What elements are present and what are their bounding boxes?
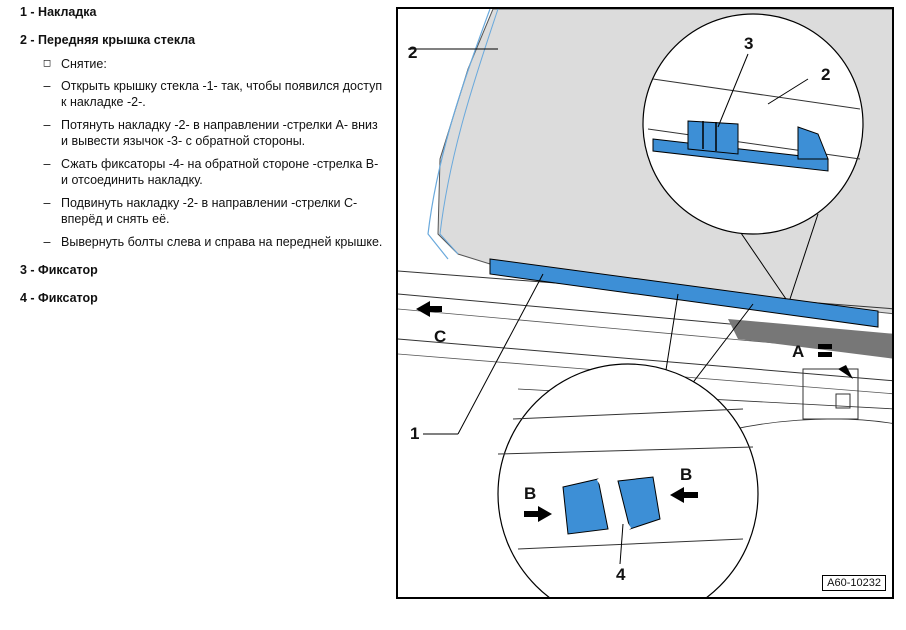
arrow-b-left-icon xyxy=(524,511,538,517)
trim-strip xyxy=(489,258,879,328)
dash-bullet-icon: – xyxy=(43,157,51,171)
panel-edge-line xyxy=(427,9,491,260)
zoom-detail-line xyxy=(652,78,861,110)
retainer-right xyxy=(617,476,661,530)
technical-illustration: 2 1 3 2 4 C A B B A60-10232 xyxy=(396,7,894,599)
leader-line xyxy=(457,273,544,435)
dash-bullet-icon: – xyxy=(43,235,51,249)
retainer-gap xyxy=(596,478,632,530)
body-line xyxy=(398,338,892,382)
ref-label-1: 1 xyxy=(410,424,420,443)
zoom-tab xyxy=(687,120,739,155)
zoom-detail-line xyxy=(517,538,744,550)
zoom-connector-line xyxy=(789,213,819,300)
leader-line xyxy=(767,78,809,105)
section-heading: 2 - Передняя крышка стекла xyxy=(20,33,196,47)
arrow-b-right-icon xyxy=(670,487,684,503)
arrow-b-left-icon xyxy=(538,506,552,522)
list-item: – Сжать фиксаторы -4- на обратной сторон… xyxy=(18,156,388,188)
list-item-text: Сжать фиксаторы -4- на обратной стороне … xyxy=(61,157,379,187)
arrow-c-icon xyxy=(430,306,442,312)
section-1: 1 - Накладка xyxy=(18,4,388,20)
section-heading: 1 - Накладка xyxy=(20,5,97,19)
ref-label-2-zoom: 2 xyxy=(821,65,831,84)
leader-line xyxy=(619,523,624,565)
arrow-a-icon xyxy=(818,352,832,357)
list-item-text: Подвинуть накладку -2- в направлении -ст… xyxy=(61,196,358,226)
figure-code-badge: A60-10232 xyxy=(822,575,886,591)
arrow-c-icon xyxy=(416,301,430,317)
section-2: 2 - Передняя крышка стекла ◻ Снятие: – О… xyxy=(18,32,388,250)
dash-bullet-icon: – xyxy=(43,196,51,210)
arrow-a-icon xyxy=(818,344,832,349)
retainer-left xyxy=(562,478,609,535)
arrow-label-a: A xyxy=(792,342,805,361)
list-item-text: Открыть крышку стекла -1- так, чтобы поя… xyxy=(61,79,383,109)
list-item-text: Вывернуть болты слева и справа на передн… xyxy=(61,235,383,249)
ref-label-2: 2 xyxy=(408,43,418,62)
list-item-text: Снятие: xyxy=(61,57,107,71)
illustration-drawing xyxy=(398,9,892,597)
ref-label-4: 4 xyxy=(616,565,626,584)
dash-bullet-icon: – xyxy=(43,118,51,132)
dark-trim xyxy=(728,319,892,359)
instructions-column: 1 - Накладка 2 - Передняя крышка стекла … xyxy=(18,2,388,318)
list-item: – Потянуть накладку -2- в направлении -с… xyxy=(18,117,388,149)
list-item: ◻ Снятие: xyxy=(18,56,388,72)
arrow-label-b-left: B xyxy=(524,484,537,503)
section-3: 3 - Фиксатор xyxy=(18,262,388,278)
list-item: – Открыть крышку стекла -1- так, чтобы п… xyxy=(18,78,388,110)
zoom-circle-top xyxy=(642,13,864,235)
arrow-label-b-right: B xyxy=(680,465,693,484)
arrow-a-icon xyxy=(838,365,853,379)
dash-bullet-icon: – xyxy=(43,79,51,93)
list-item: – Подвинуть накладку -2- в направлении -… xyxy=(18,195,388,227)
bracket-detail xyxy=(802,368,859,420)
arrow-b-right-icon xyxy=(684,492,698,498)
zoom-detail-line xyxy=(512,408,744,420)
zoom-clip xyxy=(797,126,829,160)
section-heading: 4 - Фиксатор xyxy=(20,291,98,305)
section-4: 4 - Фиксатор xyxy=(18,290,388,306)
section-heading: 3 - Фиксатор xyxy=(20,263,98,277)
square-bullet-icon: ◻ xyxy=(42,58,52,69)
step-list: ◻ Снятие: – Открыть крышку стекла -1- та… xyxy=(18,56,388,250)
ref-label-3: 3 xyxy=(744,34,754,53)
leader-line xyxy=(717,53,749,128)
arrow-label-c: C xyxy=(434,327,447,346)
zoom-detail-line xyxy=(497,446,754,455)
list-item-text: Потянуть накладку -2- в направлении -стр… xyxy=(61,118,378,148)
panel-edge-line xyxy=(439,9,499,255)
zoom-connector-line xyxy=(687,303,754,390)
bracket-detail xyxy=(835,393,851,409)
list-item: – Вывернуть болты слева и справа на пере… xyxy=(18,234,388,250)
